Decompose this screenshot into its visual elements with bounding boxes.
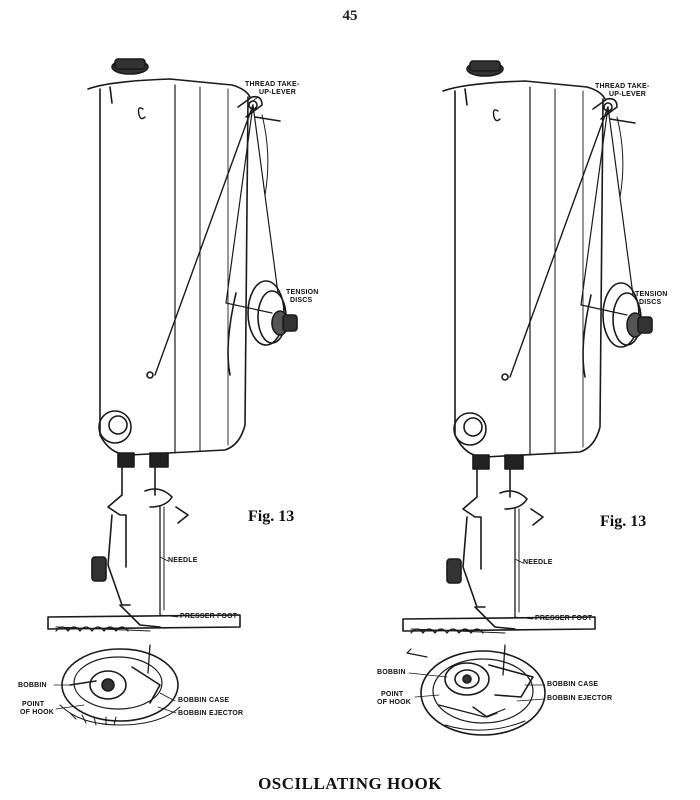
label-point-of-hook-line1: POINT [22,701,45,708]
page-title: OSCILLATING HOOK [258,774,442,793]
figure-caption: Fig. 13 [600,513,647,530]
label-point-of-hook-line2: OF HOOK [20,709,55,716]
label-thread-take-up-lever-line1: THREAD TAKE- [595,83,650,90]
label-bobbin: BOBBIN [377,669,406,676]
label-thread-take-up-lever-line2: UP-LEVER [259,89,296,96]
label-presser-foot: PRESSER FOOT [180,613,238,620]
label-thread-take-up-lever-line1: THREAD TAKE- [245,81,300,88]
label-needle: NEEDLE [523,559,553,566]
figure-right: THREAD TAKE- UP-LEVER TENSION DISCS NEED… [355,45,690,745]
label-presser-foot: PRESSER FOOT [535,615,593,622]
label-tension-discs-line1: TENSION [635,291,668,298]
label-point-of-hook-line2: OF HOOK [377,699,412,706]
label-bobbin-case: BOBBIN CASE [547,681,599,688]
sewing-machine-head-illustration [47,58,298,726]
label-tension-discs-line2: DISCS [639,299,662,306]
label-bobbin-case: BOBBIN CASE [178,697,230,704]
label-bobbin: BOBBIN [18,682,47,689]
figure-caption: Fig. 13 [248,508,295,525]
label-point-of-hook-line1: POINT [381,691,404,698]
figure-left: THREAD TAKE- UP-LEVER TENSION DISCS NEED… [0,45,335,745]
label-tension-discs-line1: TENSION [286,289,319,296]
label-tension-discs-line2: DISCS [290,297,313,304]
label-bobbin-ejector: BOBBIN EJECTOR [547,695,613,702]
page-number: 45 [342,8,358,24]
label-needle: NEEDLE [168,557,198,564]
label-thread-take-up-lever-line2: UP-LEVER [609,91,646,98]
label-bobbin-ejector: BOBBIN EJECTOR [178,710,244,717]
sewing-machine-head-illustration [402,60,653,736]
